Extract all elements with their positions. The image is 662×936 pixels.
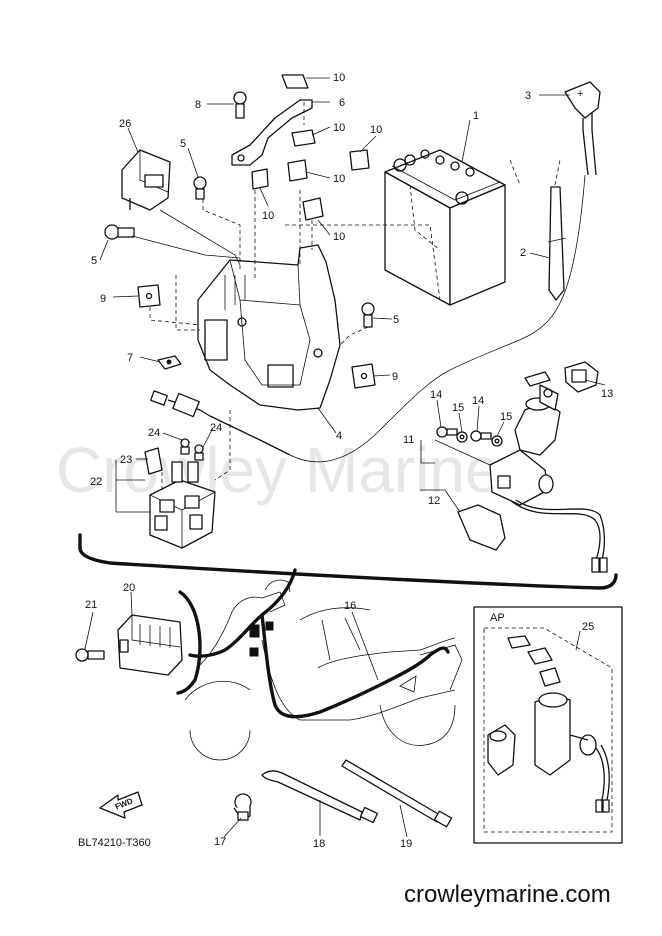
wire-relay-route: [159, 209, 241, 266]
callout-5-upper[interactable]: 5: [180, 138, 186, 150]
callout-16[interactable]: 16: [344, 600, 356, 612]
screws-14[interactable]: [436, 426, 492, 442]
callout-25[interactable]: 25: [582, 621, 594, 633]
bolt-5-upper[interactable]: [193, 176, 207, 200]
scooter-outline: [184, 579, 463, 761]
leader-lines: [149, 102, 561, 492]
callout-5-right[interactable]: 5: [393, 314, 399, 326]
clip-7[interactable]: [157, 355, 182, 370]
ap-box: AP: [473, 606, 623, 844]
callout-12[interactable]: 12: [428, 495, 440, 507]
ap-label: AP: [490, 612, 505, 624]
callout-10-d[interactable]: 10: [333, 173, 345, 185]
main-switch[interactable]: [489, 397, 606, 561]
callout-10-c[interactable]: 10: [370, 124, 382, 136]
battery-bracket[interactable]: [231, 99, 313, 166]
spare-fuse-24[interactable]: [180, 438, 204, 461]
bolt-5-left[interactable]: [104, 224, 135, 240]
harness-connector[interactable]: [150, 390, 291, 456]
seat-lock-cap-13[interactable]: [564, 361, 599, 393]
bolt-8[interactable]: [233, 91, 247, 119]
battery-band[interactable]: [547, 186, 567, 301]
clamp-17[interactable]: [233, 793, 252, 821]
switch-cover-12[interactable]: [457, 504, 506, 551]
callout-10-b[interactable]: 10: [333, 122, 345, 134]
rectifier-regulator[interactable]: [117, 614, 183, 676]
callout-11[interactable]: 11: [403, 434, 414, 446]
cable-tie-18[interactable]: [261, 770, 379, 824]
callout-4[interactable]: 4: [336, 430, 342, 442]
callout-7[interactable]: 7: [127, 352, 133, 364]
callout-9-left[interactable]: 9: [100, 293, 106, 305]
cable-tie-19[interactable]: [341, 759, 453, 828]
callout-18[interactable]: 18: [313, 838, 325, 850]
pad-9-right[interactable]: [351, 363, 376, 389]
callout-5-left[interactable]: 5: [91, 255, 97, 267]
callout-9-right[interactable]: 9: [392, 371, 398, 383]
bolt-5-right[interactable]: [361, 302, 375, 328]
callout-leaders: [84, 77, 606, 838]
website-text[interactable]: crowleymarine.com: [404, 881, 611, 908]
pad-9-left[interactable]: [137, 284, 161, 308]
lower-left-bracket: [176, 590, 202, 695]
wire-upper-route: [289, 174, 586, 463]
callout-10-e[interactable]: 10: [262, 210, 274, 222]
callout-10-f[interactable]: 10: [333, 231, 345, 243]
wire-harness[interactable]: [188, 568, 450, 719]
callout-21[interactable]: 21: [85, 599, 97, 611]
battery-box[interactable]: [197, 244, 341, 411]
wire-bolt-route: [131, 235, 241, 259]
callout-10-a[interactable]: 10: [333, 72, 345, 84]
callout-14-a[interactable]: 14: [430, 389, 442, 401]
callout-20[interactable]: 20: [123, 582, 135, 594]
callout-6[interactable]: 6: [339, 97, 345, 109]
bolt-21[interactable]: [75, 648, 105, 662]
callout-8[interactable]: 8: [195, 99, 201, 111]
callout-17[interactable]: 17: [214, 836, 226, 848]
section-divider: [78, 533, 618, 590]
callout-26[interactable]: 26: [119, 118, 131, 130]
pad-10[interactable]: [251, 74, 370, 221]
battery[interactable]: [384, 149, 506, 306]
callout-13[interactable]: 13: [601, 388, 613, 400]
main-switch-kit-25[interactable]: [487, 635, 610, 813]
callout-14-b[interactable]: 14: [472, 395, 484, 407]
callout-24-a[interactable]: 24: [148, 427, 160, 439]
callout-3[interactable]: 3: [525, 90, 531, 102]
callout-15-b[interactable]: 15: [500, 411, 512, 423]
switch-connectors: [591, 557, 608, 573]
fwd-arrow: FWD: [99, 791, 143, 819]
callout-2[interactable]: 2: [520, 247, 526, 259]
callout-23[interactable]: 23: [120, 454, 132, 466]
callout-labels: 1 2 3 4 5 5 5 6 7 8 9 9 10 10 10 10 10 1…: [85, 72, 613, 850]
terminal-cover[interactable]: +: [564, 81, 601, 176]
svg-text:+: +: [577, 88, 583, 100]
callout-22[interactable]: 22: [90, 476, 102, 488]
callout-1[interactable]: 1: [473, 110, 479, 122]
fuse-23[interactable]: [144, 447, 163, 475]
starter-relay[interactable]: [121, 149, 171, 211]
watermark-text: Crowley Marine: [56, 434, 501, 506]
diagram-code: BL74210-T360: [78, 837, 151, 849]
key[interactable]: [524, 371, 559, 411]
callout-19[interactable]: 19: [400, 838, 412, 850]
callout-24-b[interactable]: 24: [210, 422, 222, 434]
fuse-box[interactable]: [149, 461, 216, 549]
callout-15-a[interactable]: 15: [452, 402, 464, 414]
